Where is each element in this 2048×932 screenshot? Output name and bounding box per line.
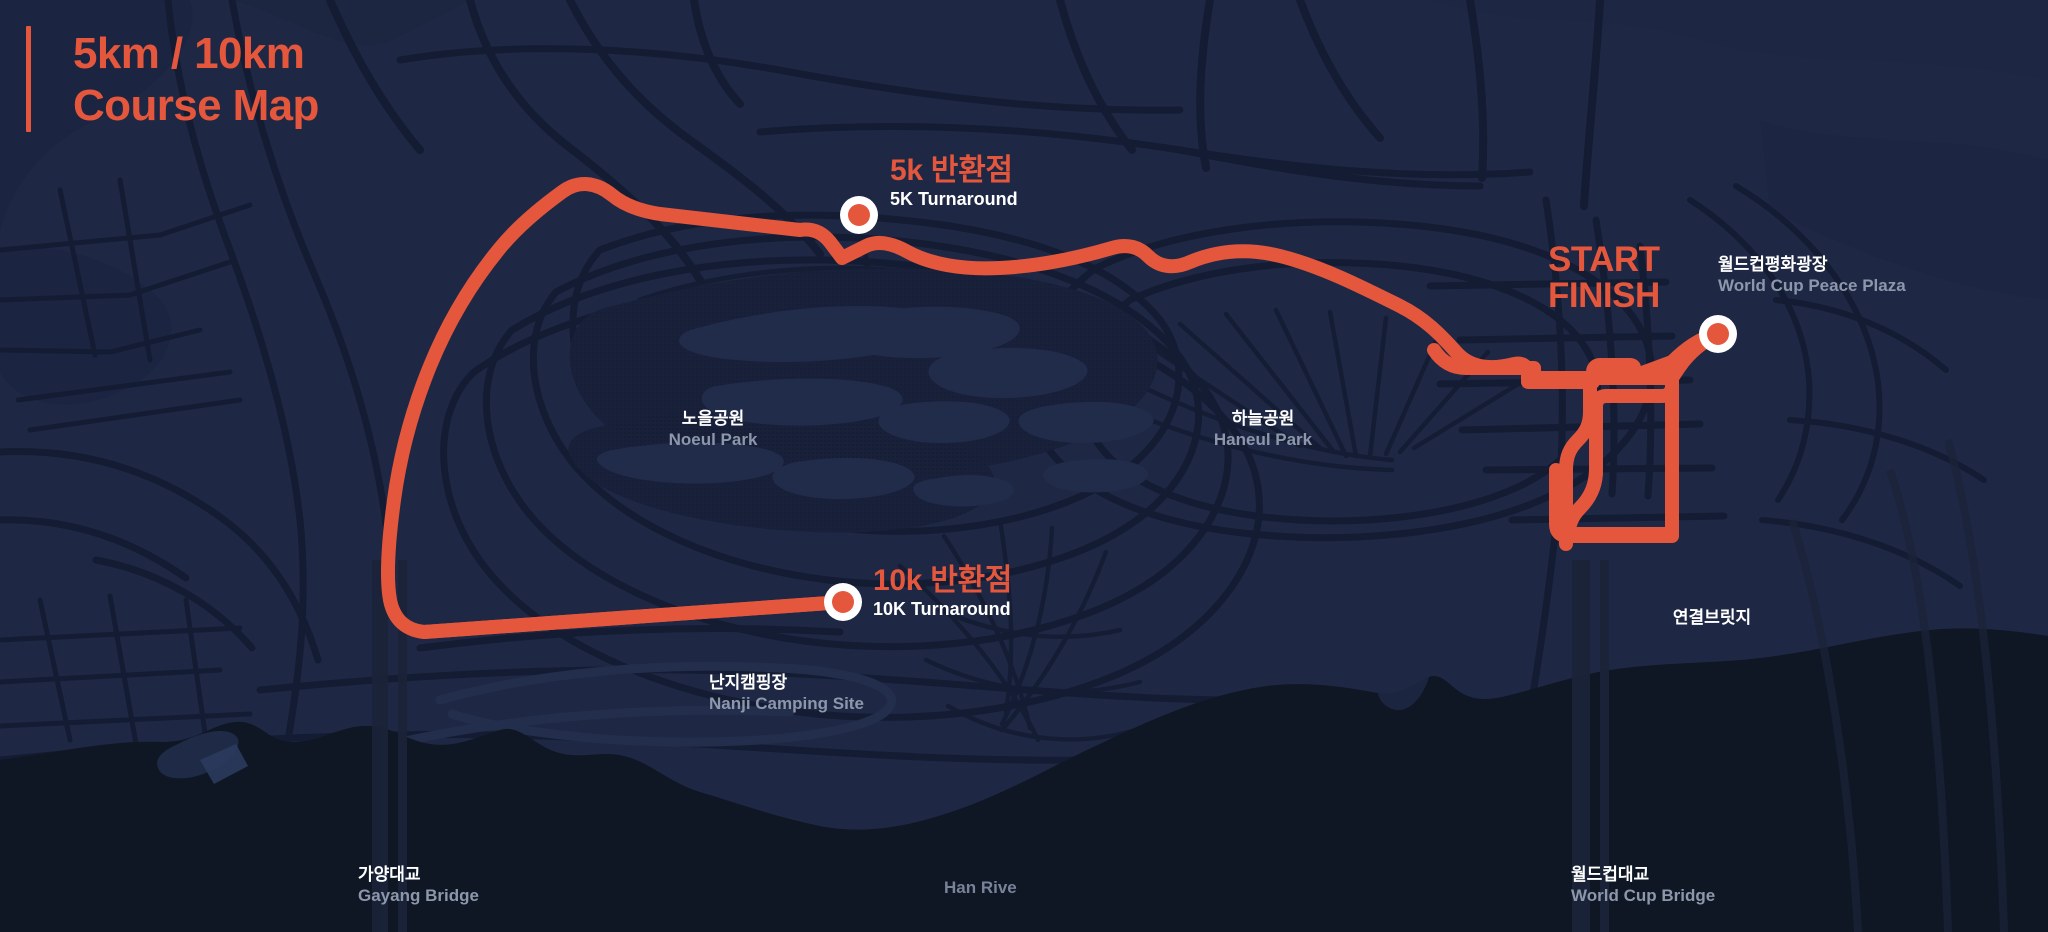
- 10k-turnaround-marker[interactable]: [824, 583, 862, 621]
- start-finish-marker[interactable]: [1699, 315, 1737, 353]
- 5k-turnaround-marker[interactable]: [840, 196, 878, 234]
- title-block: 5km / 10km Course Map: [26, 26, 319, 132]
- noeul-park-texture: [568, 268, 1158, 533]
- title-accent-bar: [26, 26, 31, 132]
- han-river: [0, 628, 2048, 932]
- land-shading: [0, 0, 2048, 405]
- page-title: 5km / 10km Course Map: [73, 29, 319, 130]
- nanji-camping-bands: [395, 661, 896, 747]
- bridges: [372, 438, 2008, 932]
